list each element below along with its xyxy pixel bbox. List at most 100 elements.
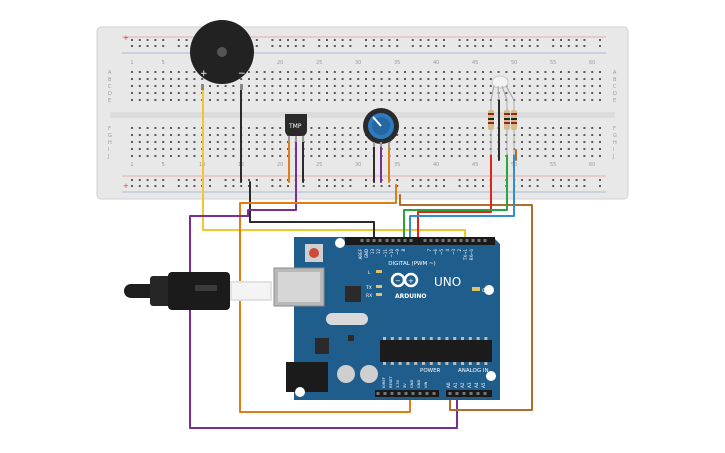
row-letter: C [613,84,617,90]
potentiometer[interactable] [363,108,399,147]
wire-purple-tmp[interactable] [247,139,297,217]
analog-pin-label: A2 [460,382,465,388]
crystal [326,313,368,325]
pin-label: GND [364,249,369,258]
column-number: 55 [550,162,556,168]
capacitor-2 [360,365,378,383]
analog-pin-label: A0 [446,382,451,388]
piezo-buzzer[interactable]: + − [190,20,254,90]
digital-header [345,237,495,245]
power-pin-label: GND [410,380,414,388]
wire-purple-a0[interactable] [189,215,458,429]
pin-label: 13 [370,249,375,255]
power-pin-label: GND [417,380,421,388]
microcontroller [380,340,492,362]
analog-pin-label: A5 [481,382,486,388]
wire-brown-a1[interactable] [399,149,533,411]
row-letter: H [613,140,617,146]
power-pin-label: 3.3V [396,379,400,388]
arduino-logo-icon: − + [390,272,419,288]
column-number: 1 [130,60,133,66]
pin-label: ~9 [395,249,400,255]
bottom-pin-holes [376,392,487,395]
row-letter: D [613,91,617,97]
buzzer-minus-label: − [238,69,246,79]
rail-plus-label-bottom: + [123,182,129,190]
column-number: 40 [433,60,439,66]
column-number: 25 [316,60,322,66]
digital-label: DIGITAL (PWM ~) [388,261,435,267]
rgb-led[interactable] [490,75,515,101]
pin-label: 2 [457,249,462,252]
power-pin-label: RESET [389,376,393,388]
pin-label: ~10 [389,249,394,258]
row-letter: A [108,70,112,76]
row-letter: F [613,126,616,132]
pin-label: 8 [401,249,406,252]
row-letter: J [107,154,109,160]
resistor-green[interactable] [504,100,510,155]
arduino-model: UNO [434,275,461,289]
column-number: 30 [355,60,361,66]
pin-label: 12 [376,249,381,255]
column-number: 1 [130,162,133,168]
wire-green[interactable] [403,154,508,241]
led-label-rx: RX [366,293,372,299]
wire-orange-5v[interactable] [239,184,411,413]
pin-label: 4 [445,249,450,252]
power-label: POWER [420,368,441,374]
usb-chip [345,286,361,302]
row-letter: C [108,84,112,90]
power-pin-label: VIN [424,381,428,388]
sensor-label: TMP [288,123,302,130]
column-number: 60 [589,162,595,168]
capacitor-1 [337,365,355,383]
column-number: 35 [394,162,400,168]
pin-label: ~5 [439,249,444,255]
analog-header [446,390,492,397]
usb-cable[interactable] [124,272,272,310]
wire-red[interactable] [417,154,492,241]
row-letter: B [108,77,112,83]
column-number: 30 [355,162,361,168]
row-letter: D [108,91,112,97]
wire-blue[interactable] [409,154,515,241]
column-number: 60 [589,60,595,66]
column-number: 45 [472,60,478,66]
rail-plus-label: + [123,34,129,42]
row-letter: E [613,98,616,104]
arduino-logo-text: ARDUINO [395,293,426,300]
analog-pin-label: A4 [474,382,479,388]
power-pin-label: IOREF [382,377,386,388]
row-letter: G [613,133,617,139]
on-label: ON [482,288,489,294]
wire-yellow[interactable] [202,85,466,241]
row-letter: I [108,147,109,153]
row-letter: I [613,147,614,153]
column-number: 25 [316,162,322,168]
column-number: 35 [394,60,400,66]
pin-label: AREF [358,248,363,259]
analog-pin-label: A3 [467,382,472,388]
power-pin-label: 5V [403,383,407,388]
resistor-red[interactable] [488,100,494,155]
pin-label: RX←0 [469,249,474,261]
row-letter: E [108,98,111,104]
pin-label: ~11 [383,249,388,258]
column-number: 40 [433,162,439,168]
column-number: 20 [277,60,283,66]
led-label-tx: TX [365,285,372,291]
breadboard: 1155101015152020252530303535404045455050… [96,26,629,200]
row-letter: F [108,126,111,132]
temperature-sensor[interactable]: TMP [285,114,307,142]
row-letter: J [612,154,614,160]
pin-label: TX→1 [463,249,468,262]
column-number: 55 [550,60,556,66]
pin-label: 7 [427,249,432,252]
resistor-blue[interactable] [511,100,517,155]
resistors[interactable] [488,100,517,155]
buzzer-plus-label: + [200,69,208,79]
